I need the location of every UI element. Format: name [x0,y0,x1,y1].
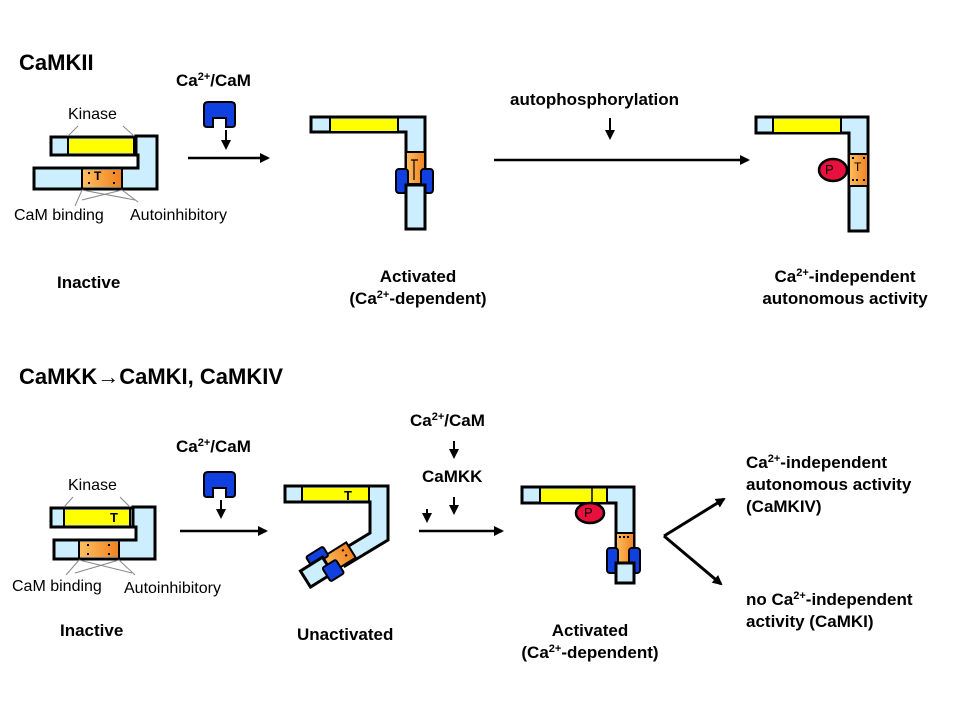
camki-inactive-diagram [49,496,157,576]
camkii-inactive-diagram [32,125,159,207]
camkii-autonomous-diagram [754,115,870,233]
state-label-activated: Activated (Ca2+-dependent) [521,621,659,662]
ca-cam-label: Ca2+/CaM [176,71,251,90]
autophosphorylation-label: autophosphorylation [510,90,680,109]
threonine-label: T [110,510,118,525]
section-title-camkk: CaMKK→CaMKI, CaMKIV [19,364,284,389]
threonine-label: T [344,488,352,503]
autoinhibitory-domain [82,170,122,187]
cam-binding-label: CaM binding [14,207,104,224]
phosphate-icon [574,501,606,525]
camki-activated-diagram [520,485,641,585]
state-label-unactivated: Unactivated [297,625,394,644]
section-title-camkii: CaMKII [19,50,94,75]
kinase-label: Kinase [68,106,117,123]
outcome-camkiv: Ca2+-independent autonomous activity (Ca… [746,453,912,516]
ca-cam-label: Ca2+/CaM [410,411,485,430]
kinase-domain [302,488,368,500]
kinase-domain [773,119,841,132]
cam-binding-label: CaM binding [12,578,102,595]
arrow-branch-camkiv [663,497,726,538]
state-label-inactive: Inactive [57,273,121,292]
camkk-label: CaMKK [422,467,483,486]
autoinhibitory-label: Autoinhibitory [124,580,221,597]
kinase-domain [330,119,398,131]
camkii-activated-diagram [309,115,434,231]
kinase-domain [68,139,134,153]
autoinhibitory-label: Autoinhibitory [130,207,227,224]
outcome-camki: no Ca2+-independent activity (CaMKI) [746,590,913,631]
camki-unactivated-diagram [283,484,390,590]
state-label-autonomous: Ca2+-independent autonomous activity [762,267,928,308]
phosphate-label: P [584,505,593,520]
threonine-label: T [94,169,102,183]
phosphate-icon [817,157,849,183]
autoinhibitory-domain [848,153,869,187]
calmodulin-icon [203,101,236,128]
arrow-branch-camki [663,534,723,586]
kinase-domain [540,489,607,502]
regulatory-domain-body [32,134,159,191]
phosphate-label: P [825,162,834,177]
ca-cam-label: Ca2+/CaM [176,437,251,456]
calmodulin-icon [203,471,236,498]
state-label-inactive: Inactive [60,621,124,640]
kinase-label: Kinase [68,477,117,494]
state-label-activated: Activated (Ca2+-dependent) [349,267,487,308]
kinase-domain [64,510,130,525]
threonine-label: T [854,160,862,174]
autoinhibitory-domain [79,542,119,557]
